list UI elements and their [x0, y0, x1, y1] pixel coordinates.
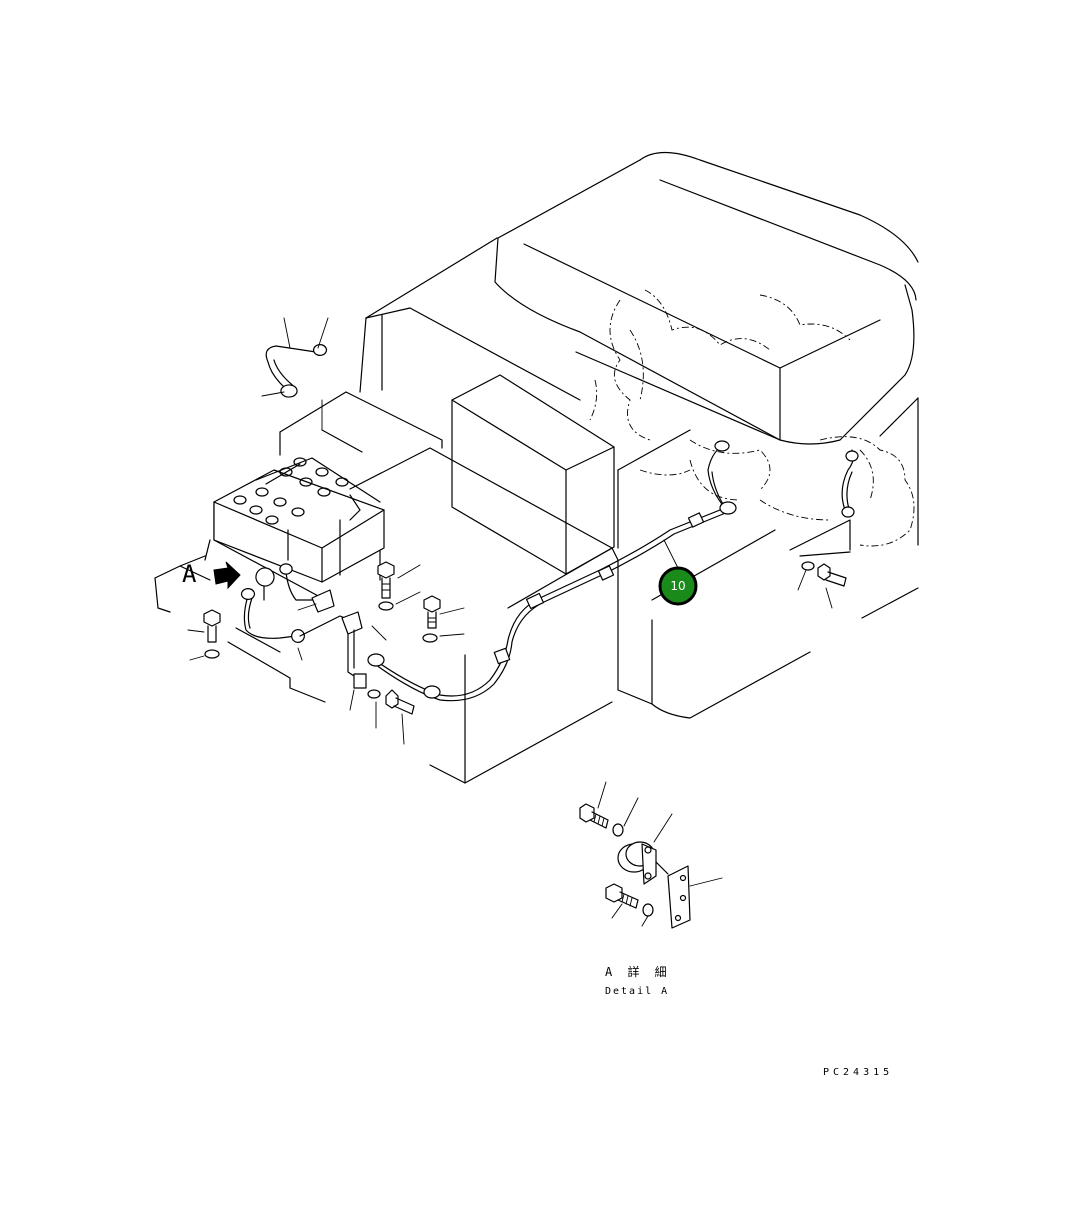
- washer: [801, 561, 815, 571]
- bolt: [579, 803, 609, 829]
- washer: [367, 689, 381, 699]
- detail-title-en: Detail A: [605, 986, 669, 997]
- leader-lines: [187, 317, 833, 745]
- washer: [612, 823, 624, 837]
- drawing-code: PC24315: [823, 1067, 893, 1078]
- washer: [204, 649, 220, 659]
- view-letter: A: [182, 560, 197, 588]
- arrow-right-icon: [213, 561, 241, 590]
- bolt: [385, 689, 415, 715]
- bolt: [377, 561, 395, 599]
- callout-number: 10: [670, 579, 685, 593]
- bolt: [423, 595, 441, 629]
- bolt: [817, 563, 847, 587]
- washer: [378, 601, 394, 611]
- washer: [422, 633, 438, 643]
- bolt: [203, 609, 221, 643]
- bracket: [667, 865, 691, 929]
- detail-a-view: A 詳 細 Detail A: [579, 781, 723, 997]
- relay: [617, 841, 657, 885]
- wiring-harness: [240, 344, 859, 702]
- view-a-indicator: A: [182, 560, 241, 590]
- engine-outline: [589, 289, 915, 547]
- callout-part-10[interactable]: 10: [658, 566, 698, 606]
- fasteners: [203, 561, 847, 715]
- machine-frame: [154, 151, 919, 784]
- bolt: [605, 883, 639, 909]
- battery-assembly: [213, 457, 385, 583]
- detail-title-jp: A 詳 細: [605, 964, 671, 979]
- washer: [642, 903, 654, 917]
- battery-cells: [233, 457, 349, 525]
